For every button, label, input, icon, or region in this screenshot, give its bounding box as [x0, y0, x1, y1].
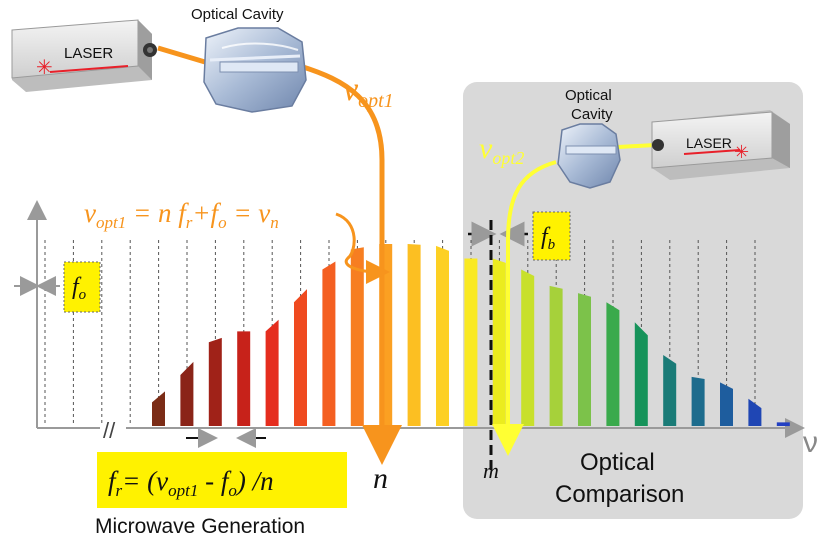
laser-2: ✳	[651, 110, 790, 180]
comb-tooth	[208, 337, 222, 426]
laser-1: ✳	[11, 19, 157, 92]
laser-2-star-icon: ✳	[734, 142, 749, 163]
comb-tooth	[322, 261, 336, 426]
comb-tooth	[663, 355, 677, 426]
comb-tooth	[549, 285, 563, 426]
comb-tooth	[748, 398, 762, 426]
optical-comparison-line1: Optical	[580, 449, 655, 476]
comb-tooth	[464, 258, 478, 426]
fb-label: fb	[541, 224, 556, 253]
microwave-generation-label: Microwave Generation	[95, 515, 305, 538]
cavity-2-label-line1: Optical	[565, 87, 612, 104]
comb-tooth	[152, 391, 165, 426]
comb-tooth	[436, 245, 449, 426]
comb-tooth	[634, 322, 648, 426]
nu-opt2-symbol: ν	[479, 132, 493, 165]
comb-tooth	[350, 247, 364, 426]
comb-tooth	[294, 289, 307, 426]
nu-opt1-symbol: ν	[343, 71, 359, 108]
fo-box	[63, 261, 101, 313]
nu-opt1-sub: opt1	[358, 90, 394, 112]
marker-n: n	[373, 462, 388, 495]
nu-opt2-beam	[508, 143, 656, 440]
axis-break-mark: //	[103, 418, 116, 443]
cavity-1-icon	[203, 27, 307, 113]
comb-tooth	[776, 422, 790, 426]
comb-teeth	[152, 244, 790, 426]
equation-nu-opt1: νopt1 = n fr+fo = νn	[84, 198, 279, 232]
nu-opt1-label: νopt1	[343, 71, 394, 112]
laser-2-label: LASER	[686, 135, 732, 151]
comb-tooth	[180, 361, 194, 426]
laser-1-label: LASER	[64, 45, 113, 62]
comb-tooth	[691, 376, 705, 426]
nu-opt1-beam	[157, 45, 382, 445]
comb-tooth	[606, 302, 620, 426]
comb-tooth	[492, 258, 506, 426]
optical-comparison-panel	[463, 82, 803, 519]
marker-m: m	[483, 458, 499, 483]
laser-star-icon: ✳	[36, 55, 53, 79]
comb-tooth	[720, 382, 733, 426]
comb-tooth	[407, 244, 421, 426]
cavity-2-label-line2: Cavity	[571, 106, 613, 123]
axis-x-symbol: ν	[803, 426, 818, 459]
fo-label: fo	[72, 274, 87, 303]
comb-tooth	[578, 293, 591, 426]
nu-opt2-label: νopt2	[479, 132, 524, 168]
comb-tooth	[237, 331, 251, 426]
fr-equation: fr= (νopt1 - fo) /n	[108, 466, 274, 500]
fr-box	[97, 452, 347, 508]
comb-tooth	[521, 269, 535, 426]
fb-box	[532, 211, 571, 261]
equation-callout-arrow	[335, 212, 390, 284]
nu-opt2-sub: opt2	[492, 148, 524, 168]
optical-comparison-line2: Comparison	[555, 481, 684, 508]
cavity-1-label: Optical Cavity	[191, 6, 284, 23]
comb-tooth	[265, 319, 279, 426]
cavity-2-icon	[557, 123, 621, 189]
